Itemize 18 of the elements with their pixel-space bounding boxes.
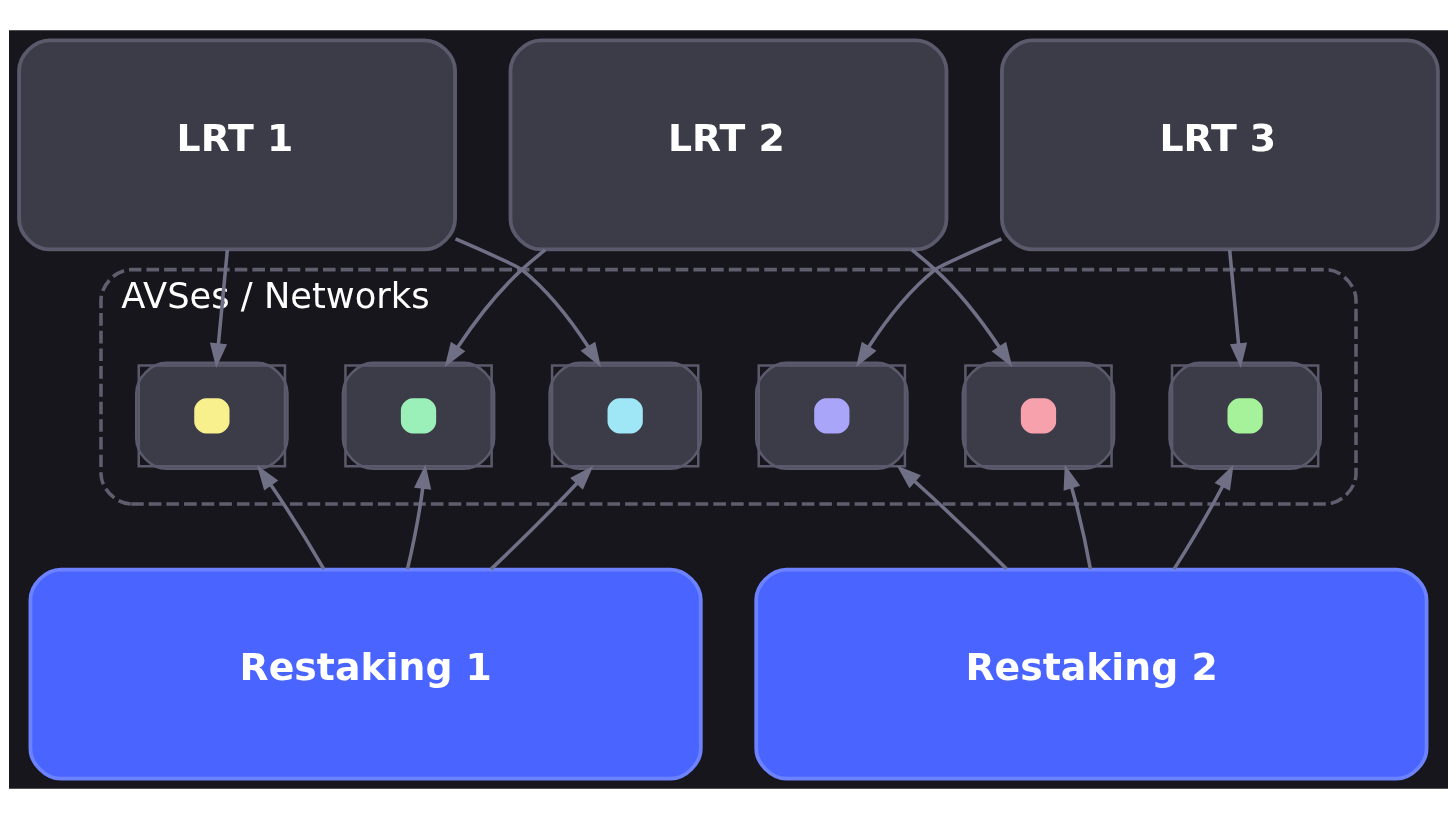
cluster: AVSes / Networks: [98, 267, 1358, 506]
arrow: [489, 465, 593, 571]
arrow: [896, 465, 1008, 570]
arrow: [454, 237, 601, 368]
node-box: LRT 3: [999, 38, 1440, 252]
arrow: [1172, 464, 1234, 571]
arrow: [209, 250, 229, 369]
arrow: [1063, 464, 1092, 570]
node-box: LRT 1: [16, 38, 457, 252]
arrow: [405, 464, 431, 570]
node-box: Restaking 1: [28, 567, 703, 781]
arrow: [256, 465, 325, 571]
arrow: [855, 237, 1002, 368]
arrow: [1227, 250, 1247, 369]
arrow: [910, 248, 1012, 368]
arrow: [444, 248, 546, 368]
node-box: LRT 2: [508, 38, 948, 252]
node-box: Restaking 2: [753, 567, 1428, 781]
